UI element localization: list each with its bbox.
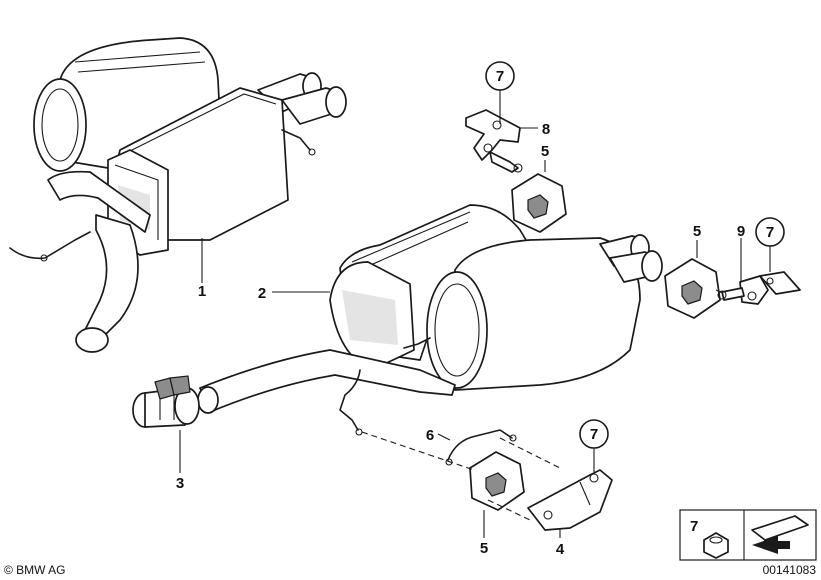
arrow-icon [751,515,809,554]
callout-1: 1 [198,283,206,300]
callout-label: 7 [766,224,774,241]
callout-5-top: 5 [541,143,549,160]
callout-6: 6 [426,427,434,444]
callout-label: 5 [541,143,549,160]
legend-box: 7 [679,509,817,561]
diagram-id: 00141083 [763,563,817,577]
copyright-text: © BMW AG [4,563,66,577]
callout-label: 7 [590,426,598,443]
legend-item-number: 7 [690,518,698,535]
callout-label: 5 [480,540,488,557]
callout-7-top: 7 [485,61,515,91]
callout-7-right: 7 [755,217,785,247]
assembly-lines [361,289,723,521]
part-8-hanger-bracket [465,109,523,173]
callout-label: 6 [426,427,434,444]
part-1-rear-muffler-left [9,37,347,353]
callout-label: 4 [556,541,565,558]
callout-label: 5 [693,223,701,240]
part-5-rubber-mount-bottom [469,451,525,511]
callout-3: 3 [176,475,184,492]
part-4-mounting-bracket [527,469,613,531]
callout-label: 9 [737,223,745,240]
callout-4: 4 [556,541,565,558]
callout-label: 1 [198,283,206,300]
part-6-sensor-cable [445,429,517,466]
part-3-pipe-clamp [132,375,200,428]
leader-lines [179,90,771,538]
callout-label: 3 [176,475,184,492]
nut-icon [703,532,729,559]
callout-5-bottom: 5 [480,540,488,557]
part-2-rear-muffler-right [197,204,663,436]
callout-8: 8 [542,121,550,138]
part-9-hanger-rod [717,271,801,305]
callout-label: 8 [542,121,550,138]
callout-9: 9 [737,223,745,240]
callout-label: 2 [258,285,266,302]
callout-2: 2 [258,285,266,302]
callout-5-right: 5 [693,223,701,240]
part-5-rubber-mount-top [511,173,567,233]
callout-label: 7 [496,68,504,85]
part-5-rubber-mount-right [664,258,721,319]
callout-7-bottom: 7 [579,419,609,449]
